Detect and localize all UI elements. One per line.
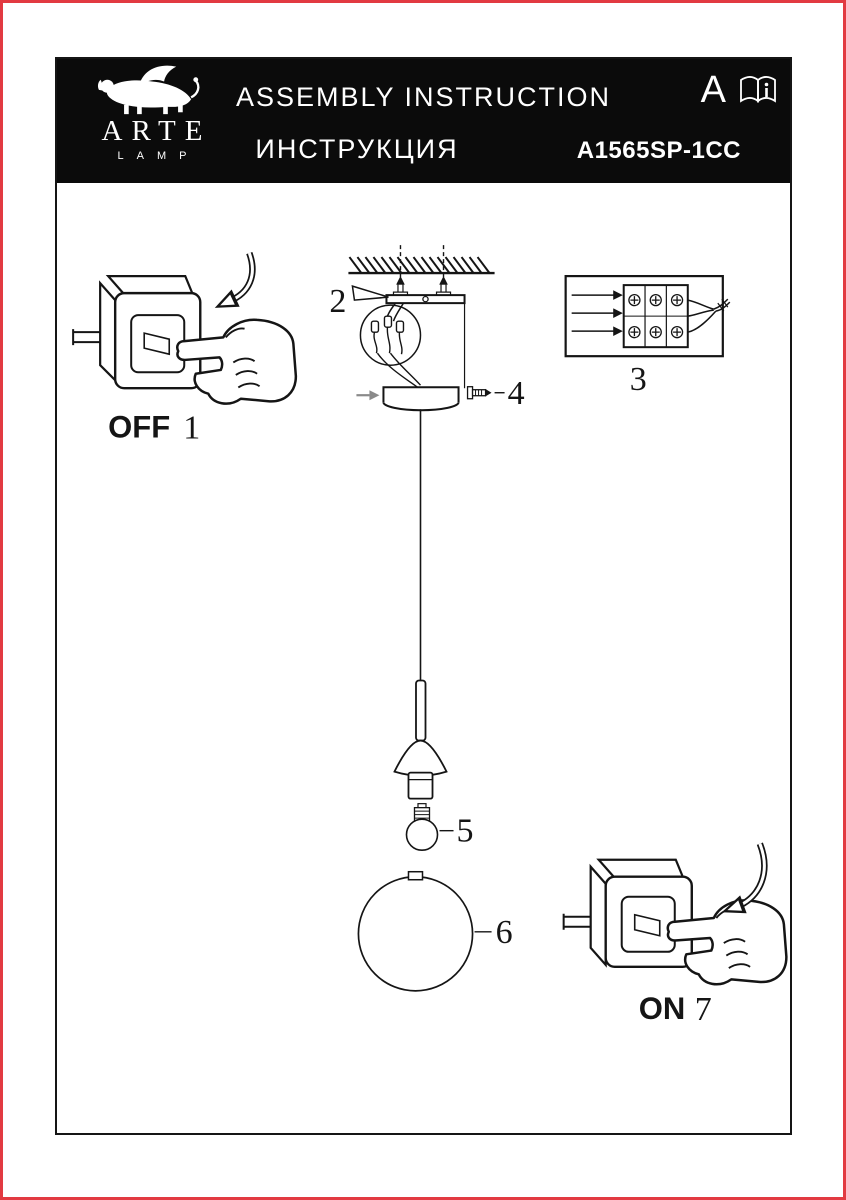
rotate-arrow-icon bbox=[214, 251, 256, 308]
wall-switch-on bbox=[562, 858, 693, 969]
step-3-number: 3 bbox=[630, 361, 647, 398]
revision-letter: A bbox=[700, 69, 726, 111]
assembly-diagram: OFF 1 2 bbox=[57, 183, 790, 1133]
winged-lion-icon bbox=[97, 65, 200, 115]
arte-lamp-logo: ARTE LAMP bbox=[71, 62, 233, 162]
step-1-number: 1 bbox=[183, 409, 200, 446]
revision-block: A bbox=[701, 71, 778, 109]
conduit-pipe bbox=[72, 329, 102, 346]
step-2-number: 2 bbox=[329, 283, 346, 320]
wall-switch-off bbox=[72, 274, 202, 390]
conduit-pipe bbox=[562, 913, 591, 930]
glass-globe bbox=[357, 870, 492, 992]
light-bulb bbox=[405, 803, 454, 852]
push-direction-arrow bbox=[356, 390, 380, 401]
step-4-number: 4 bbox=[508, 375, 525, 412]
step-on-label: ON bbox=[639, 991, 686, 1026]
leader-arrow-2 bbox=[351, 285, 389, 301]
header-bar: ARTE LAMP ASSEMBLY INSTRUCTION ИНСТРУКЦИ… bbox=[57, 59, 790, 183]
canopy-screw bbox=[463, 299, 505, 400]
step-off-label: OFF bbox=[108, 409, 170, 444]
step-6-number: 6 bbox=[496, 914, 513, 951]
wire-connection-detail bbox=[359, 302, 422, 388]
mounting-screws bbox=[392, 245, 452, 297]
lamp-shade bbox=[393, 739, 448, 777]
mounting-bracket bbox=[385, 294, 466, 305]
document-frame: ARTE LAMP ASSEMBLY INSTRUCTION ИНСТРУКЦИ… bbox=[55, 57, 792, 1135]
brand-name: ARTE bbox=[101, 115, 212, 147]
pendant-rod bbox=[415, 679, 427, 742]
terminal-block-diagram bbox=[564, 274, 731, 358]
switch-toggle bbox=[633, 913, 661, 937]
switch-toggle bbox=[143, 332, 171, 356]
title-russian: ИНСТРУКЦИЯ bbox=[255, 134, 459, 164]
rotate-arrow-icon bbox=[721, 842, 768, 914]
title-english: ASSEMBLY INSTRUCTION bbox=[235, 82, 612, 112]
ceiling-hatch bbox=[348, 256, 495, 275]
step-7-number: 7 bbox=[695, 991, 712, 1028]
step-5-number: 5 bbox=[457, 813, 474, 850]
canopy bbox=[382, 386, 460, 412]
model-number: A1565SP-1CC bbox=[576, 137, 741, 164]
lamp-socket bbox=[407, 771, 434, 800]
brand-subtitle: LAMP bbox=[117, 150, 200, 162]
manual-book-icon bbox=[740, 76, 776, 103]
